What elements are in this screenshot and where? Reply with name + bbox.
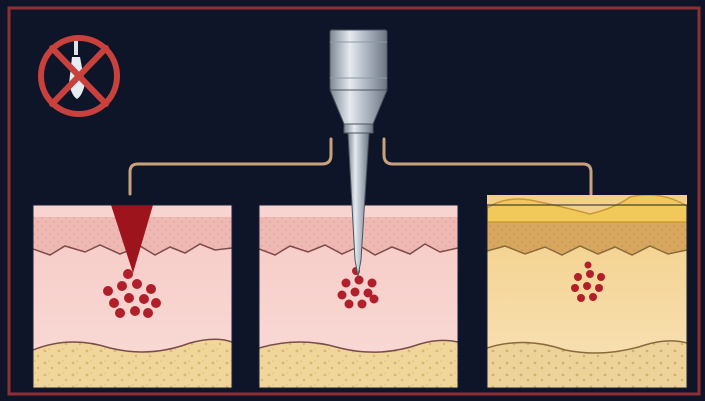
skin-panel-healed xyxy=(487,195,687,388)
skin-panel-blade-wound xyxy=(33,205,232,388)
